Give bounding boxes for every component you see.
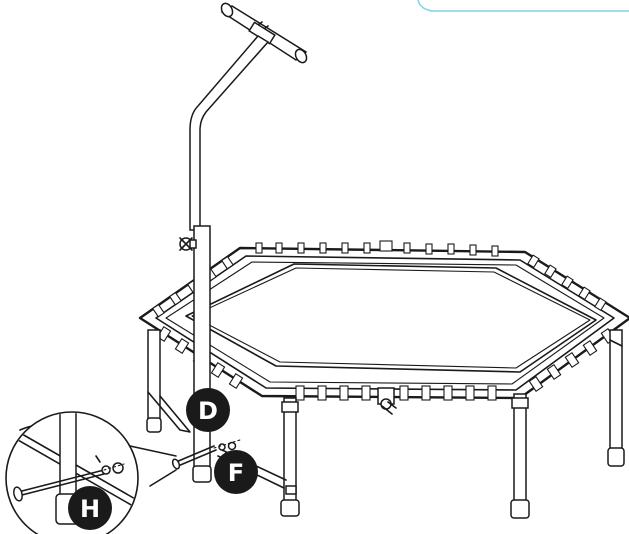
bungee-cushions — [151, 240, 616, 401]
handle-bar — [179, 2, 308, 483]
callout-h-label: H — [80, 495, 100, 523]
callout-d: D — [186, 388, 230, 432]
callout-f-label: F — [228, 459, 244, 487]
callout-d-label: D — [198, 397, 218, 425]
front-latch — [377, 387, 397, 415]
adjustment-knob-icon — [179, 237, 197, 251]
corner-tab-fragment — [417, 0, 629, 12]
callout-h: H — [68, 486, 112, 530]
legs — [146, 329, 625, 519]
bolt-part — [171, 439, 241, 470]
callout-f: F — [214, 450, 258, 494]
jump-mat — [185, 263, 597, 373]
